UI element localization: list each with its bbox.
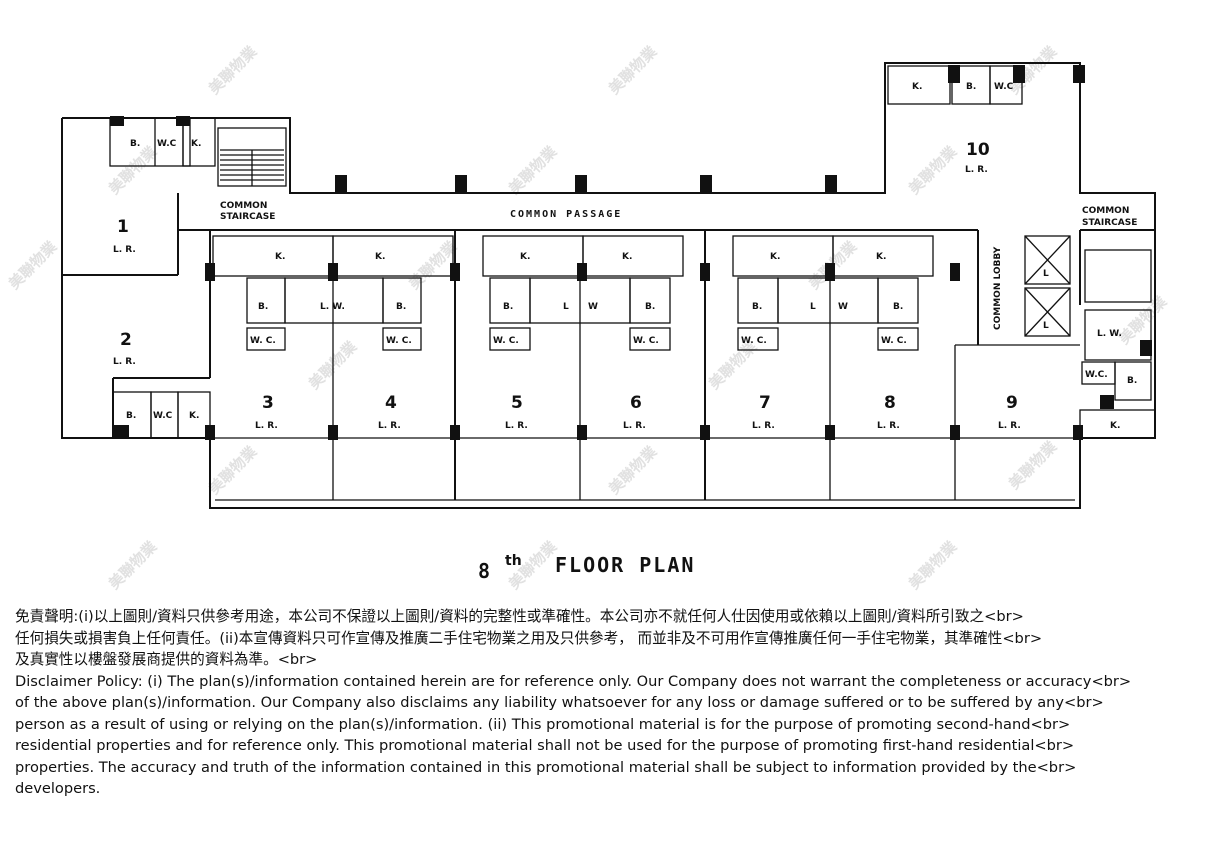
disclaimer-line: properties. The accuracy and truth of th… xyxy=(15,758,1077,776)
disclaimer-line: 及真實性以樓盤發展商提供的資料為準。<br> xyxy=(15,651,318,668)
unit-8-bathroom: B. xyxy=(893,302,903,312)
common-lobby-label: COMMON LOBBY xyxy=(993,246,1003,330)
outer-walls xyxy=(61,62,1156,509)
plan-title-suffix: th xyxy=(505,553,522,569)
disclaimer-line: Disclaimer Policy: (i) The plan(s)/infor… xyxy=(15,672,1132,690)
unit-5-wc: W. C. xyxy=(493,336,519,346)
watermark: 美聯物業 xyxy=(905,537,961,593)
columns xyxy=(110,65,1152,440)
unit-10-rooms xyxy=(887,65,1023,105)
unit-9-number: 9 xyxy=(1006,393,1018,413)
unit-6-wc: W. C. xyxy=(633,336,659,346)
unit-4-bathroom: B. xyxy=(396,302,406,312)
watermark: 美聯物業 xyxy=(105,142,161,198)
unit-6-number: 6 xyxy=(630,393,642,413)
unit-7-8-laundry-l: L xyxy=(810,302,816,312)
unit-10-kitchen: K. xyxy=(912,82,922,92)
watermark: 美聯物業 xyxy=(1115,292,1171,348)
unit-8-number: 8 xyxy=(884,393,896,413)
right-staircase-label-1: COMMON xyxy=(1082,206,1129,216)
unit-5-kitchen: K. xyxy=(520,252,530,262)
unit-8-kitchen: K. xyxy=(876,252,886,262)
watermark: 美聯物業 xyxy=(605,442,661,498)
left-staircase-label-1: COMMON xyxy=(220,201,267,211)
unit-3-bathroom: B. xyxy=(258,302,268,312)
unit-1-bathroom: B. xyxy=(130,139,140,149)
floor-plan: 美聯物業 美聯物業 美聯物業 美聯物業 美聯物業 美聯物業 美聯物業 美聯物業 … xyxy=(5,42,1171,593)
unit-1-rooms xyxy=(109,117,287,187)
unit-5-6-laundry-w: W xyxy=(588,302,598,312)
unit-3-wc: W. C. xyxy=(250,336,276,346)
unit-4-kitchen: K. xyxy=(375,252,385,262)
unit-10-bathroom: B. xyxy=(966,82,976,92)
right-staircase-label-2: STAIRCASE xyxy=(1082,218,1137,228)
unit-10-wc: W.C xyxy=(994,82,1014,92)
right-core xyxy=(977,229,1156,439)
unit-8-living-room: L. R. xyxy=(877,421,900,431)
disclaimer-line: person as a result of using or relying o… xyxy=(15,715,1071,733)
unit-3-number: 3 xyxy=(262,393,274,413)
unit-5-6-laundry-l: L xyxy=(563,302,569,312)
unit-9-wc: W.C. xyxy=(1085,370,1108,380)
unit-5-number: 5 xyxy=(511,393,523,413)
lift-label: L xyxy=(1043,269,1049,279)
unit-1-living-room: L. R. xyxy=(113,245,136,255)
unit-5-living-room: L. R. xyxy=(505,421,528,431)
unit-2-kitchen: K. xyxy=(189,411,199,421)
watermark: 美聯物業 xyxy=(205,442,261,498)
unit-7-bathroom: B. xyxy=(752,302,762,312)
unit-7-number: 7 xyxy=(759,393,771,413)
unit-2-living-room: L. R. xyxy=(113,357,136,367)
unit-7-8-laundry-w: W xyxy=(838,302,848,312)
unit-8-wc: W. C. xyxy=(881,336,907,346)
watermark: 美聯物業 xyxy=(905,142,961,198)
unit-3-living-room: L. R. xyxy=(255,421,278,431)
unit-6-living-room: L. R. xyxy=(623,421,646,431)
unit-1-number: 1 xyxy=(117,217,129,237)
unit-2-bathroom: B. xyxy=(126,411,136,421)
unit-2-number: 2 xyxy=(120,330,132,350)
left-staircase-label-2: STAIRCASE xyxy=(220,212,275,222)
middle-units-rooms xyxy=(210,230,1080,501)
watermark: 美聯物業 xyxy=(1005,437,1061,493)
unit-1-kitchen: K. xyxy=(191,139,201,149)
watermark: 美聯物業 xyxy=(605,42,661,98)
unit-2-wc: W.C xyxy=(153,411,173,421)
unit-6-bathroom: B. xyxy=(645,302,655,312)
unit-4-wc: W. C. xyxy=(386,336,412,346)
unit-9-bathroom: B. xyxy=(1127,376,1137,386)
unit-9-kitchen: K. xyxy=(1110,421,1120,431)
disclaimer-line: developers. xyxy=(15,780,101,797)
watermark: 美聯物業 xyxy=(505,142,561,198)
plan-title: FLOOR PLAN xyxy=(555,553,695,577)
unit-7-wc: W. C. xyxy=(741,336,767,346)
watermark: 美聯物業 xyxy=(5,237,61,293)
disclaimer: 免責聲明:(i)以上圖則/資料只供參考用途，本公司不保證以上圖則/資料的完整性或… xyxy=(15,606,1210,800)
unit-4-living-room: L. R. xyxy=(378,421,401,431)
unit-4-number: 4 xyxy=(385,393,397,413)
unit-10-number: 10 xyxy=(966,140,990,160)
lift-label: L xyxy=(1043,321,1049,331)
unit-7-kitchen: K. xyxy=(770,252,780,262)
unit-2-rooms xyxy=(112,391,211,439)
plan-title-number: 8 xyxy=(478,559,492,583)
unit-1-wc: W.C xyxy=(157,139,177,149)
left-staircase-steps xyxy=(220,149,284,186)
unit-5-bathroom: B. xyxy=(503,302,513,312)
watermark: 美聯物業 xyxy=(105,537,161,593)
unit-7-living-room: L. R. xyxy=(752,421,775,431)
disclaimer-line: of the above plan(s)/information. Our Co… xyxy=(15,694,1104,711)
unit-9-living-room: L. R. xyxy=(998,421,1021,431)
disclaimer-line: 任何損失或損害負上任何責任。(ii)本宣傳資料只可作宣傳及推廣二手住宅物業之用及… xyxy=(15,629,1043,647)
disclaimer-line: residential properties and for reference… xyxy=(15,737,1075,754)
unit-3-4-laundry: L. W. xyxy=(320,302,345,312)
unit-9-laundry: L. W. xyxy=(1097,329,1122,339)
unit-10-living-room: L. R. xyxy=(965,165,988,175)
common-passage-label: COMMON PASSAGE xyxy=(510,209,622,220)
watermark: 美聯物業 xyxy=(205,42,261,98)
unit-6-kitchen: K. xyxy=(622,252,632,262)
unit-3-kitchen: K. xyxy=(275,252,285,262)
disclaimer-line: 免責聲明:(i)以上圖則/資料只供參考用途，本公司不保證以上圖則/資料的完整性或… xyxy=(15,608,1024,625)
